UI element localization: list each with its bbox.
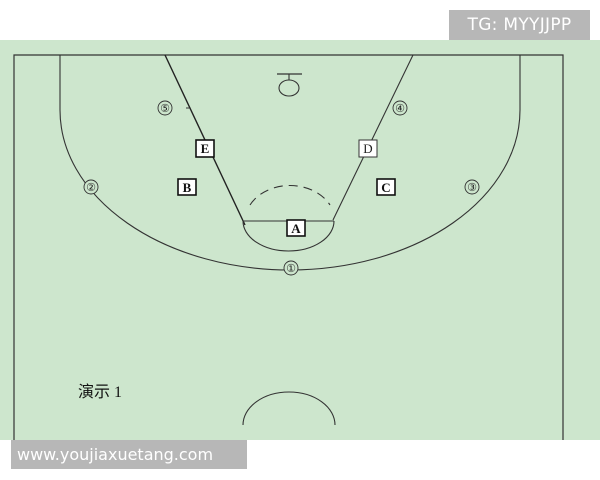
spot-4: ④: [392, 100, 408, 116]
player-d-label: D: [363, 141, 372, 156]
player-e: E: [195, 139, 215, 158]
spot-3-label: ③: [467, 182, 477, 194]
spot-5-label: ⑤: [160, 103, 170, 115]
free-throw-circle-dashed: [249, 184, 331, 206]
player-e-label: E: [201, 141, 210, 156]
watermark-bottom: www.youjiaxuetang.com: [11, 440, 247, 469]
player-b-label: B: [183, 180, 192, 195]
player-a-label: A: [291, 221, 301, 236]
player-b: B: [177, 178, 197, 196]
free-throw-circle-solid: [242, 220, 335, 252]
spot-1: ①: [283, 260, 299, 276]
court-background: [0, 40, 600, 440]
player-a: A: [286, 219, 306, 237]
spot-4-label: ④: [395, 103, 405, 115]
player-d: D: [358, 139, 378, 158]
player-c-label: C: [381, 180, 390, 195]
spot-2: ②: [83, 179, 99, 195]
basket-rim: [278, 79, 300, 97]
spot-2-label: ②: [86, 182, 96, 194]
court-boundary: [13, 54, 564, 440]
spot-3: ③: [464, 179, 480, 195]
center-circle: [242, 391, 336, 426]
spot-1-label: ①: [286, 263, 296, 275]
demo-caption: 演示 1: [78, 383, 122, 401]
lane-line-right: [332, 54, 414, 221]
spot-5: ⑤: [157, 100, 173, 116]
watermark-top: TG: MYYJJPP: [449, 10, 590, 40]
player-c: C: [376, 178, 396, 196]
